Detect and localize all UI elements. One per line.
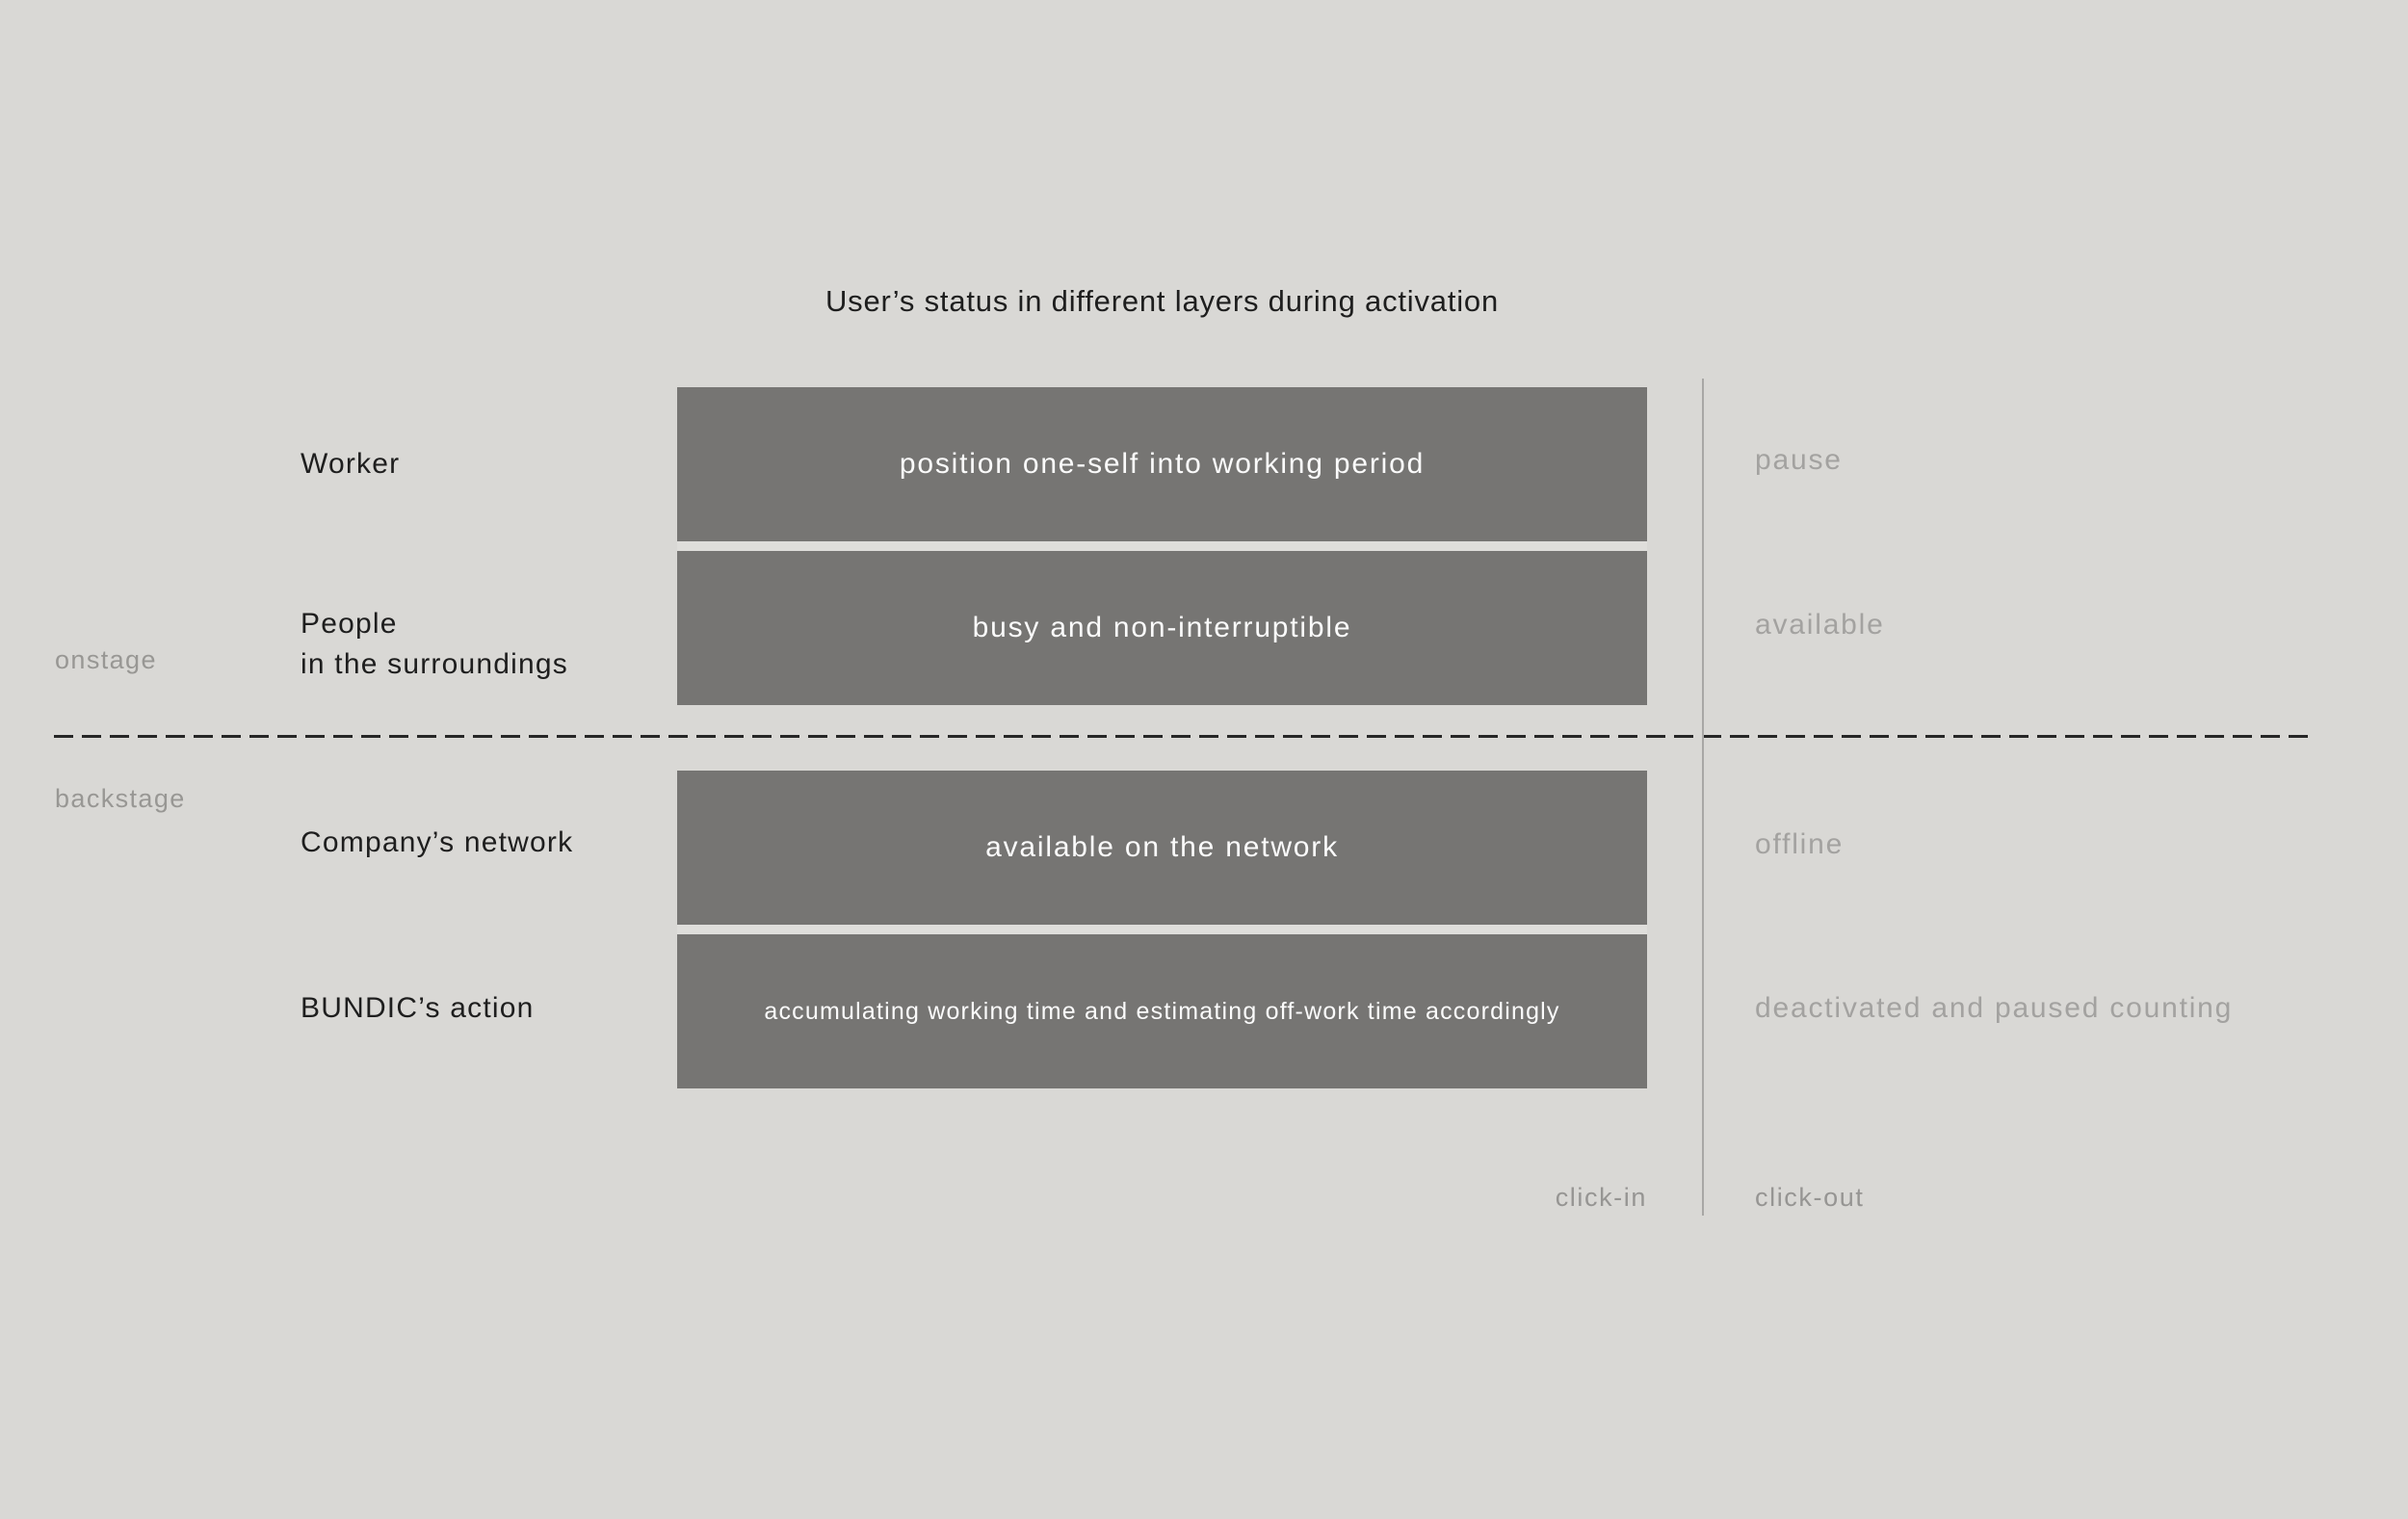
bar-gap-divider [677,925,1647,934]
status-label-offline: offline [1755,828,1845,860]
status-label-deactivated: deactivated and paused counting [1755,992,2234,1024]
row-label-worker: Worker [301,448,401,480]
diagram-title: User’s status in different layers during… [824,284,1500,318]
status-label-pause: pause [1755,444,1843,476]
click-in-label: click-in [1555,1183,1647,1212]
network-status-bar-text: available on the network [985,831,1339,863]
click-boundary-line [1702,379,1704,1216]
worker-status-bar-text: position one-self into working period [899,448,1426,480]
people-status-bar: busy and non-interruptible [677,551,1647,705]
bundic-action-bar: accumulating working time and estimating… [677,934,1647,1088]
bar-gap-divider [677,541,1647,551]
people-status-bar-text: busy and non-interruptible [972,612,1352,643]
row-label-bundic-action: BUNDIC’s action [301,992,535,1024]
click-out-label: click-out [1755,1183,1865,1212]
worker-status-bar: position one-self into working period [677,387,1647,541]
stage-divider-dashed-line [54,735,2310,738]
status-label-available: available [1755,609,1885,641]
row-label-company-network: Company’s network [301,826,574,858]
stage-label-onstage: onstage [55,645,157,674]
row-label-people-surroundings: People in the surroundings [301,608,568,680]
bundic-action-bar-text: accumulating working time and estimating… [764,997,1560,1025]
network-status-bar: available on the network [677,771,1647,925]
stage-label-backstage: backstage [55,784,186,813]
